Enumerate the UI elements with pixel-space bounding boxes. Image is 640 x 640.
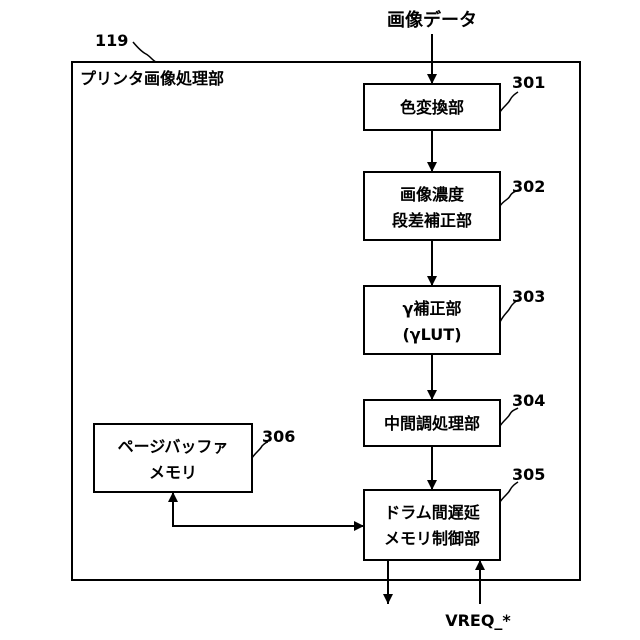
- block-304-ref-leader: [500, 408, 518, 426]
- block-304-label: 中間調処理部: [384, 414, 480, 433]
- outer-ref: 119: [95, 31, 128, 50]
- block-305-ref-leader: [500, 482, 518, 502]
- outer-title: プリンタ画像処理部: [80, 69, 224, 88]
- block-306-ref: 306: [262, 427, 295, 446]
- block-302-ref: 302: [512, 177, 545, 196]
- block-301-label: 色変換部: [400, 98, 464, 117]
- block-303-label-1: γ補正部: [403, 299, 462, 318]
- outer-ref-leader: [133, 42, 156, 62]
- block-305-label-2: メモリ制御部: [384, 529, 480, 548]
- input-label: 画像データ: [387, 9, 477, 31]
- block-302-label-2: 段差補正部: [392, 211, 472, 230]
- block-303-label-2: (γLUT): [402, 325, 461, 344]
- link-306-305: [173, 500, 364, 526]
- block-305-ref: 305: [512, 465, 545, 484]
- block-303-ref: 303: [512, 287, 545, 306]
- block-302-label-1: 画像濃度: [400, 185, 465, 204]
- output-label: VREQ_*: [445, 611, 511, 630]
- block-305-drum-delay-memory-control: [364, 490, 500, 560]
- printer-image-processing-frame: [72, 62, 580, 580]
- block-304-ref: 304: [512, 391, 545, 410]
- block-301-ref-leader: [500, 92, 518, 112]
- block-306-label-2: メモリ: [149, 463, 197, 482]
- block-305-label-1: ドラム間遅延: [384, 503, 481, 522]
- block-301-ref: 301: [512, 73, 545, 92]
- block-306-label-1: ページバッファ: [118, 437, 229, 456]
